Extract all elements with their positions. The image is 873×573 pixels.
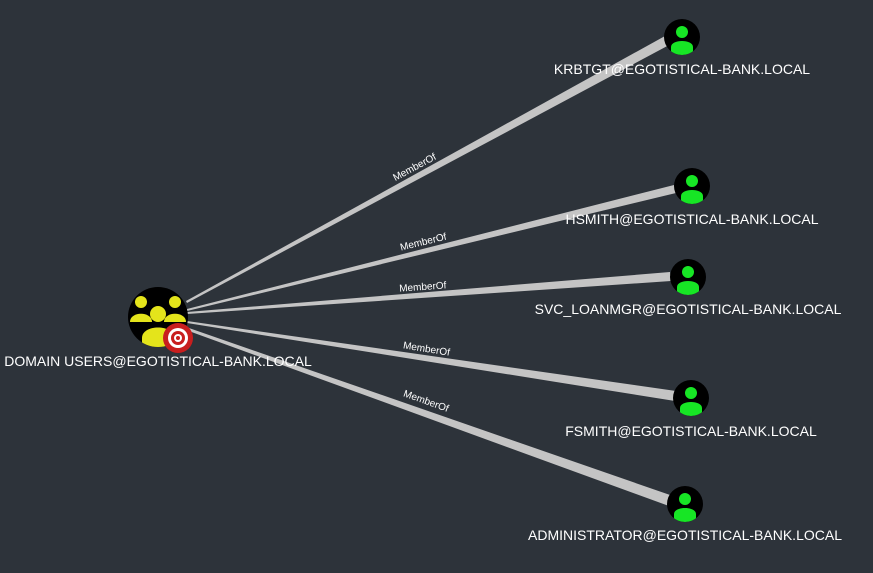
edges: MemberOf MemberOf MemberOf MemberOf Memb… (186, 36, 676, 506)
node-label: HSMITH@EGOTISTICAL-BANK.LOCAL (565, 211, 818, 227)
node-label: ADMINISTRATOR@EGOTISTICAL-BANK.LOCAL (528, 527, 842, 543)
edge-memberof-administrator[interactable]: MemberOf (186, 327, 673, 506)
node-user-svc-loanmgr[interactable]: SVC_LOANMGR@EGOTISTICAL-BANK.LOCAL (535, 259, 842, 317)
user-icon (681, 175, 703, 204)
user-icon (680, 387, 702, 416)
node-user-administrator[interactable]: ADMINISTRATOR@EGOTISTICAL-BANK.LOCAL (528, 486, 842, 543)
node-user-fsmith[interactable]: FSMITH@EGOTISTICAL-BANK.LOCAL (565, 380, 817, 439)
node-label: SVC_LOANMGR@EGOTISTICAL-BANK.LOCAL (535, 301, 842, 317)
target-icon (163, 323, 193, 353)
user-icon (674, 493, 696, 522)
user-icon (671, 26, 693, 55)
node-user-krbtgt[interactable]: KRBTGT@EGOTISTICAL-BANK.LOCAL (554, 19, 810, 77)
edge-label: MemberOf (399, 280, 447, 294)
node-domain-users-group[interactable]: DOMAIN USERS@EGOTISTICAL-BANK.LOCAL (4, 287, 312, 369)
edge-memberof-fsmith[interactable]: MemberOf (187, 321, 676, 401)
edge-memberof-svc-loanmgr[interactable]: MemberOf (187, 272, 671, 314)
node-user-hsmith[interactable]: HSMITH@EGOTISTICAL-BANK.LOCAL (565, 168, 819, 227)
node-label: FSMITH@EGOTISTICAL-BANK.LOCAL (565, 423, 817, 439)
user-icon (677, 266, 699, 295)
node-label: DOMAIN USERS@EGOTISTICAL-BANK.LOCAL (4, 353, 312, 369)
node-label: KRBTGT@EGOTISTICAL-BANK.LOCAL (554, 61, 810, 77)
